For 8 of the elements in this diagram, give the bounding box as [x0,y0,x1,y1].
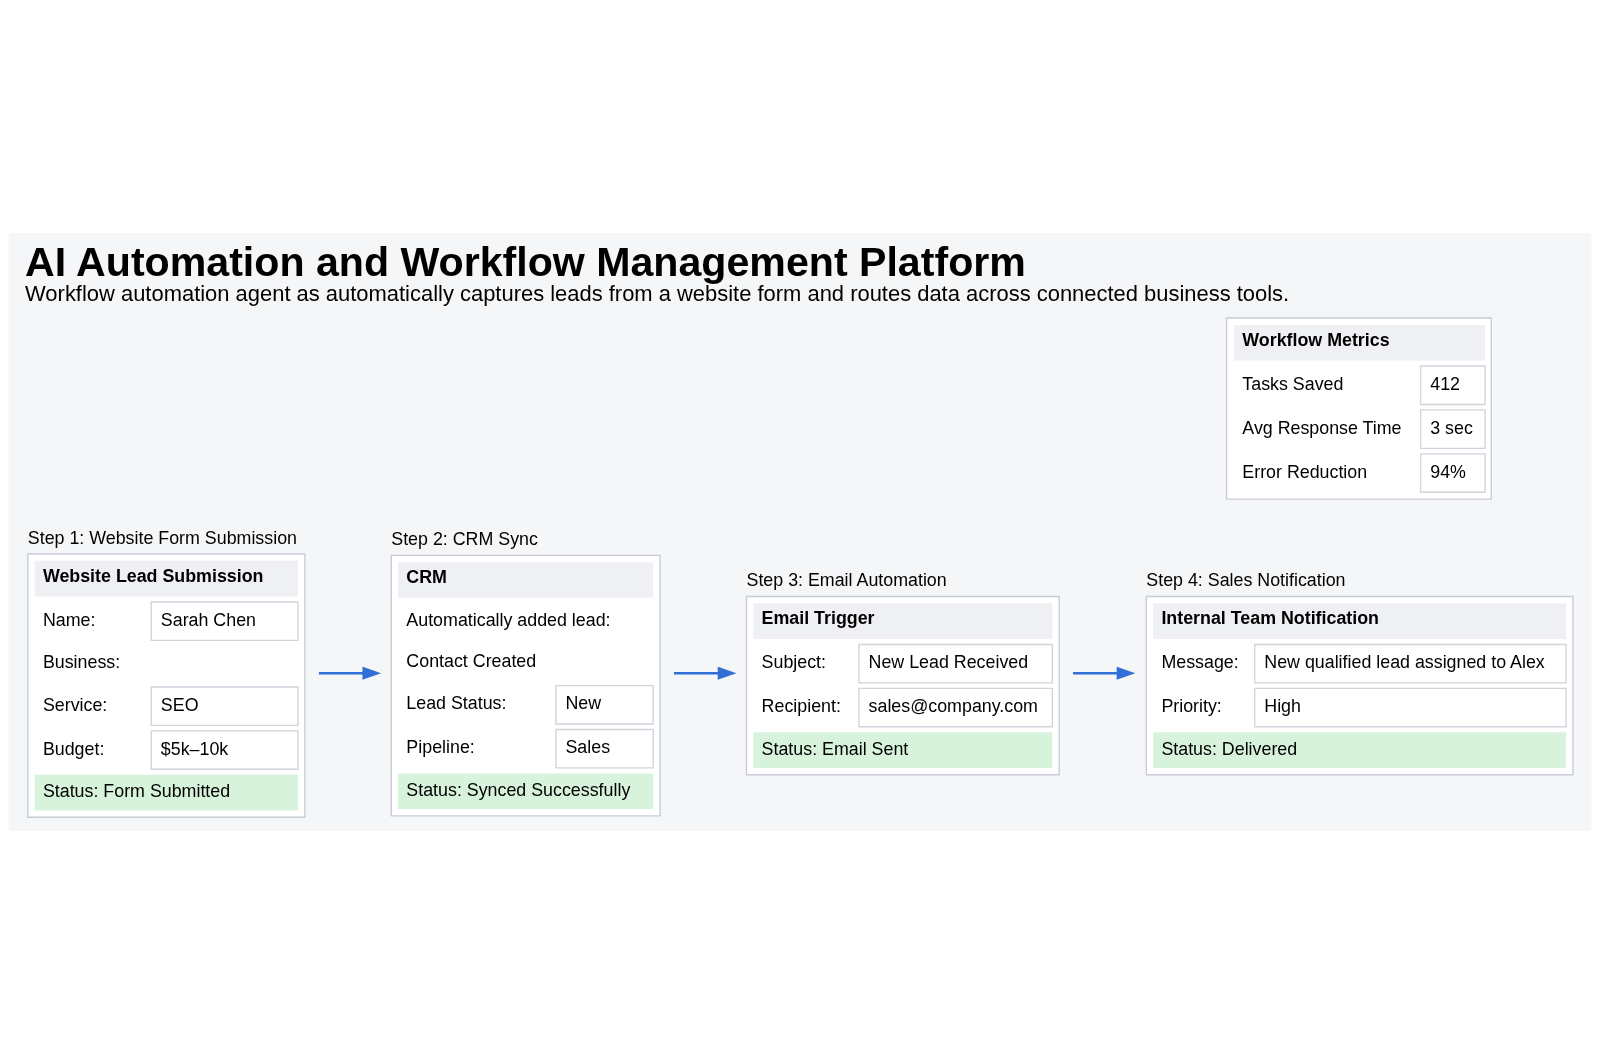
node-label: Step 4: Sales Notification [1146,570,1346,591]
node-label: Step 3: Email Automation [746,570,947,591]
arrow [1073,666,1136,680]
arrow [318,666,382,680]
arrow [673,666,737,680]
node-label: Step 2: CRM Sync [391,528,538,549]
diagram-title: AI Automation and Workflow Management Platform [25,238,1026,285]
node-label: Step 1: Website Form Submission [27,527,297,548]
